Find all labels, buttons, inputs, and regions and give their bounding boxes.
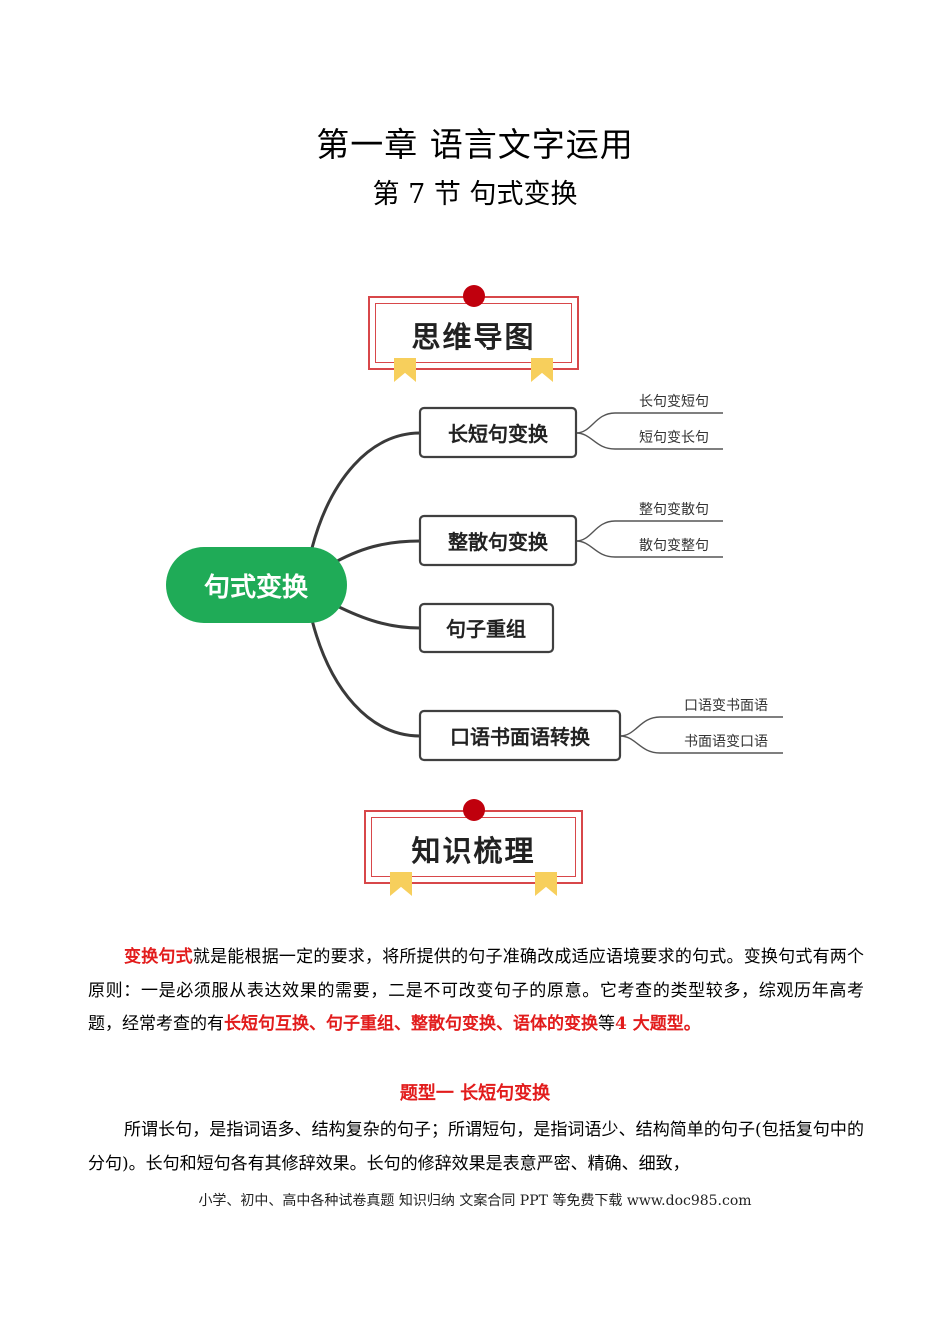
branch-label: 整散句变换 bbox=[447, 530, 549, 554]
ribbon-right-icon bbox=[535, 872, 557, 896]
mindmap-branch-3: 句子重组 bbox=[418, 602, 555, 654]
highlight-term: 变换句式 bbox=[124, 947, 193, 967]
red-dot-icon bbox=[462, 285, 485, 307]
type-heading: 题型一 长短句变换 bbox=[399, 1083, 551, 1104]
knowledge-banner-label: 知识梳理 bbox=[411, 834, 536, 868]
mindmap-banner-label: 思维导图 bbox=[411, 320, 536, 354]
mindmap-connectors bbox=[310, 431, 421, 738]
chapter-title: 第一章 语言文字运用 bbox=[316, 125, 634, 164]
knowledge-banner: 知识梳理 bbox=[364, 799, 583, 896]
branch-label: 口语书面语转换 bbox=[450, 725, 591, 749]
intro-paragraph: 变换句式就是能根据一定的要求，将所提供的句子准确改成适应语境要求的句式。变换句式… bbox=[88, 941, 864, 1042]
mindmap-branch-2: 整散句变换 整句变散句 散句变整句 bbox=[418, 502, 709, 567]
ribbon-left-icon bbox=[390, 872, 412, 896]
mindmap-branch-1: 长短句变换 长句变短句 短句变长句 bbox=[418, 394, 709, 459]
definition-paragraph: 所谓长句，是指词语多、结构复杂的句子；所谓短句，是指词语少、结构简单的句子(包括… bbox=[88, 1120, 864, 1174]
leaf-label: 口语变书面语 bbox=[684, 698, 768, 714]
highlight-types: 长短句互换、句子重组、整散句变换、语体的变换 bbox=[224, 1014, 598, 1034]
ribbon-right-icon bbox=[531, 358, 553, 382]
leaf-label: 长句变短句 bbox=[639, 394, 709, 410]
mindmap-center: 句式变换 bbox=[166, 547, 347, 623]
leaf-label: 短句变长句 bbox=[639, 430, 709, 446]
section-title: 第 7 节 句式变换 bbox=[372, 179, 578, 210]
red-dot-icon bbox=[462, 799, 485, 821]
branch-label: 长短句变换 bbox=[448, 422, 549, 446]
mindmap-branch-4: 口语书面语转换 口语变书面语 书面语变口语 bbox=[418, 698, 768, 762]
leaf-label: 书面语变口语 bbox=[684, 734, 768, 750]
mindmap-child-connectors bbox=[575, 412, 783, 754]
leaf-label: 整句变散句 bbox=[639, 502, 709, 518]
paragraph-text: 等 bbox=[598, 1014, 615, 1034]
highlight-count: 4 大题型。 bbox=[615, 1014, 701, 1034]
branch-label: 句子重组 bbox=[446, 617, 526, 641]
footer: 小学、初中、高中各种试卷真题 知识归纳 文案合同 PPT 等免费下载 www.d… bbox=[198, 1193, 752, 1209]
mindmap: 句式变换 长短句变换 长句变短句 短句变长句 整散句变换 整句变散句 散句变整句… bbox=[166, 394, 783, 762]
mindmap-center-label: 句式变换 bbox=[204, 572, 309, 603]
mindmap-banner: 思维导图 bbox=[368, 285, 579, 382]
ribbon-left-icon bbox=[394, 358, 416, 382]
paragraph-text: 就是能根据一定的要求，将所提供的句子准确改成适应语境要求的句式。变换句式有两个原… bbox=[88, 947, 865, 1034]
leaf-label: 散句变整句 bbox=[639, 538, 709, 554]
